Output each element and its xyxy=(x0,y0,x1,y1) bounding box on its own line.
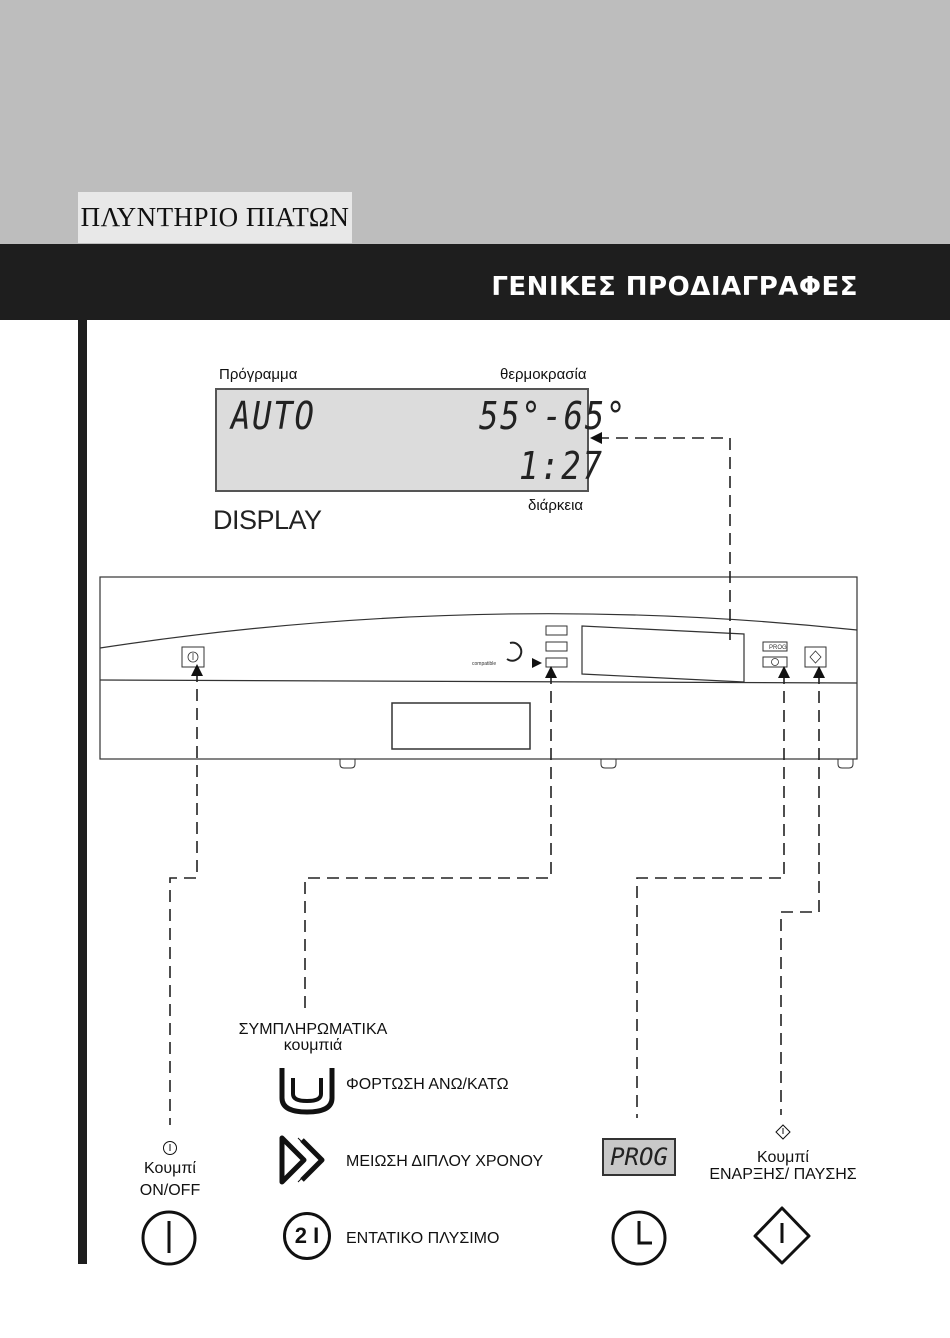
arrow-to-display xyxy=(590,432,602,444)
double-time-label: ΜΕΙΩΣΗ ΔΙΠΛΟΥ ΧΡΟΝΟΥ xyxy=(346,1153,544,1170)
panel-bottom-line xyxy=(99,679,858,684)
panel-brand-logo xyxy=(506,641,523,662)
leader-display xyxy=(596,437,731,640)
leader-start xyxy=(780,672,820,1115)
panel-timer-button xyxy=(762,656,788,668)
panel-start-button xyxy=(804,646,827,668)
prog-display-text: PROG xyxy=(610,1143,668,1171)
display-duration-value: 1:27 xyxy=(519,444,604,488)
panel-prog-button xyxy=(762,641,788,652)
upper-lower-load-icon xyxy=(279,1068,335,1115)
start-pause-button-icon xyxy=(753,1206,811,1265)
display-label-program: Πρόγραμμα xyxy=(219,366,298,383)
arrow-to-onoff xyxy=(191,664,203,676)
panel-option-intensive xyxy=(545,657,568,668)
leader-lines xyxy=(169,437,820,1125)
start-pause-small-icon xyxy=(775,1124,791,1140)
double-time-reduction-icon xyxy=(279,1135,325,1185)
svg-text:compatible: compatible xyxy=(472,661,496,667)
display-caption: DISPLAY xyxy=(213,505,322,535)
display-label-duration: διάρκεια xyxy=(528,497,584,514)
leader-prog xyxy=(636,672,785,1118)
arrow-to-prog xyxy=(778,666,790,678)
arrow-to-start xyxy=(813,666,825,678)
onoff-label: Κουμπί ON/OFF xyxy=(139,1160,201,1199)
load-label: ΦΟΡΤΩΣΗ ΑΝΩ/ΚΑΤΩ xyxy=(346,1076,509,1093)
foot-left xyxy=(339,759,356,769)
onoff-button-icon xyxy=(141,1210,197,1266)
panel-top-curve xyxy=(99,613,858,649)
arrow-to-options xyxy=(545,666,557,678)
display-temperature-value: 55°-65° xyxy=(479,394,628,438)
panel-option-load xyxy=(545,625,568,636)
left-margin-bar xyxy=(78,320,87,1264)
section-header-band xyxy=(0,244,950,320)
display-program-value: AUTO xyxy=(231,394,316,438)
foot-middle xyxy=(600,759,617,769)
leader-onoff xyxy=(169,670,198,1125)
lcd-display: AUTO 55°-65° 1:27 xyxy=(215,388,625,492)
category-title: ΠΛΥΝΤΗΡΙΟ ΠΙΑΤΩΝ xyxy=(78,192,352,243)
onoff-small-icon xyxy=(163,1141,177,1155)
start-pause-label: Κουμπί ΕΝΑΡΞΗΣ/ ΠΑΥΣΗΣ xyxy=(709,1149,857,1183)
prog-display-box: PROG xyxy=(602,1138,676,1176)
timer-button-icon xyxy=(611,1210,667,1266)
panel-outline xyxy=(99,576,858,760)
additional-buttons-title: ΣΥΜΠΛΗΡΩΜΑΤΙΚΑ κουμπιά xyxy=(238,1021,388,1054)
intensive-wash-icon: 2 I xyxy=(283,1212,331,1260)
foot-right xyxy=(837,759,854,769)
section-title: ΓΕΝΙΚΕΣ ΠΡΟΔΙΑΓΡΑΦΕΣ xyxy=(491,272,858,302)
intensive-label: ΕΝΤΑΤΙΚΟ ΠΛΥΣΙΜΟ xyxy=(346,1230,500,1247)
display-label-temperature: θερμοκρασία xyxy=(500,366,587,383)
panel-option-arrow xyxy=(532,658,542,668)
panel-option-halftime xyxy=(545,641,568,652)
panel-onoff-button xyxy=(181,646,205,668)
panel-display-window xyxy=(581,625,745,683)
door-handle xyxy=(391,702,531,750)
svg-text:PROG: PROG xyxy=(769,645,787,651)
leader-options xyxy=(304,672,552,1010)
